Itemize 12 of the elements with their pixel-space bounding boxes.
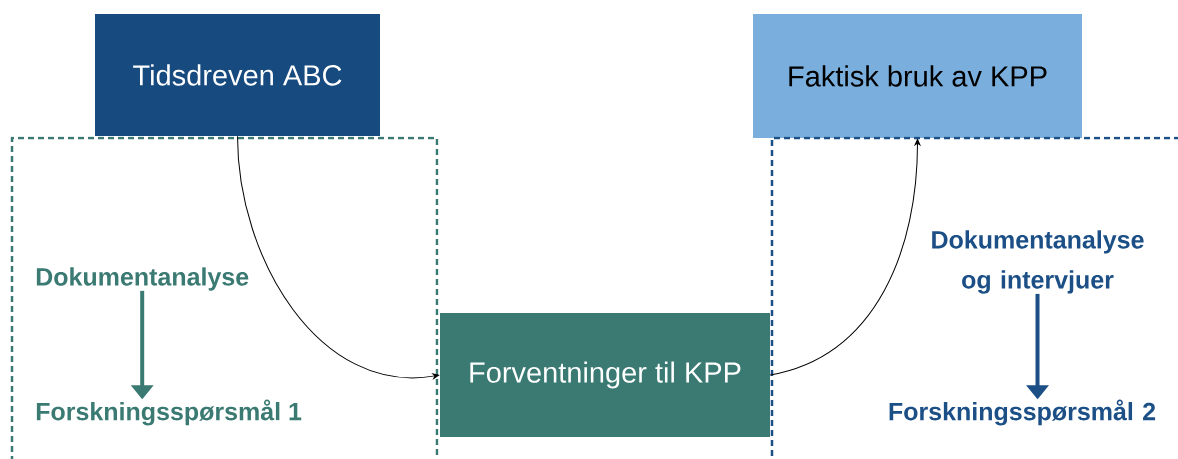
research-question: Forskningsspørsmål 2 (889, 399, 1156, 426)
arrow (769, 138, 921, 376)
dashed-region (10, 136, 439, 459)
node-label: Forventninger til KPP (470, 361, 741, 389)
method-label: Dokumentanalyse og intervjuer (932, 230, 1144, 294)
process-box: Faktisk bruk av KPP (753, 14, 1082, 138)
research-question: Forskningsspørsmål 1 (36, 399, 302, 426)
method-label: Dokumentanalyse (36, 267, 249, 291)
process-box: Tidsdreven ABC (95, 14, 380, 136)
dashed-region (770, 136, 1178, 459)
process-box: Forventninger til KPP (440, 313, 770, 437)
arrow (237, 135, 440, 379)
